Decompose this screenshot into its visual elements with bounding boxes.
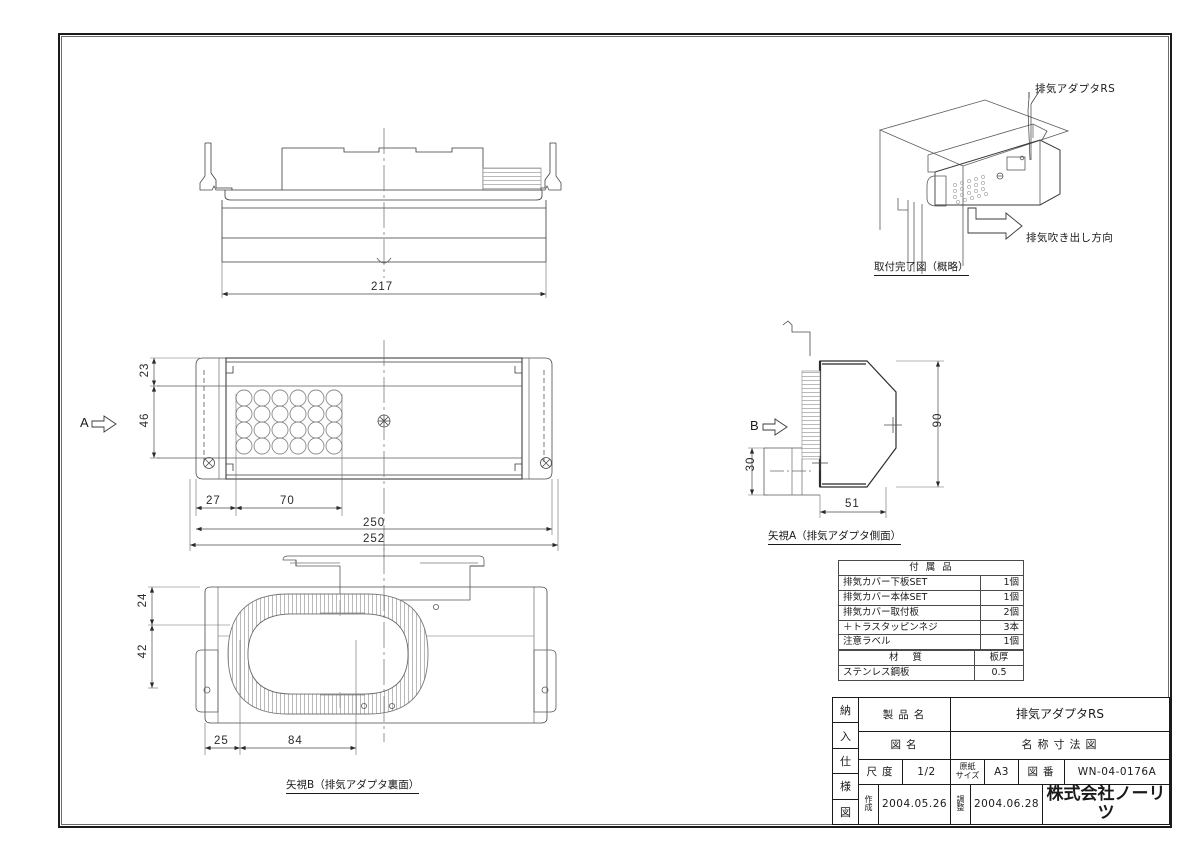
paper-size-label-line2: サイズ (955, 770, 980, 780)
drawing-name-value: 名称寸法図 (1021, 738, 1102, 752)
dim-front-23: 23 (139, 362, 151, 378)
dim-top-217: 217 (371, 281, 394, 293)
title-row-scale: 尺度 1/2 原紙 サイズ A3 図番 WN-04-0176A (859, 759, 1169, 785)
dim-bottom-84: 84 (288, 735, 303, 747)
table-row: 注意ラベル 1個 (838, 634, 1024, 651)
product-name-value: 排気アダプタRS (1016, 706, 1104, 721)
thickness-header: 板厚 (974, 650, 1024, 666)
part-name: 排気カバー取付板 (838, 604, 981, 621)
dim-front-46: 46 (139, 412, 151, 428)
created-label-line2: 成 (864, 803, 873, 813)
paper-size-value: A3 (985, 759, 1019, 784)
thickness-value: 0.5 (974, 664, 1024, 681)
side-char-1: 納 (833, 698, 858, 724)
drawing-no-label: 図番 (1019, 759, 1065, 784)
side-char-4: 様 (833, 774, 858, 800)
part-name: ＋トラスタッピンネジ (838, 619, 981, 636)
dim-front-252: 252 (363, 533, 386, 545)
part-name: 排気カバー下板SET (838, 574, 981, 591)
created-label: 作 成 (859, 784, 879, 824)
revised-label: 調 整 (951, 784, 971, 824)
dim-side-90: 90 (932, 412, 944, 428)
iso-part-label: 排気アダプタRS (1035, 83, 1116, 95)
drawing-name-label: 図名 (859, 732, 951, 759)
drawing-frame-outer (58, 33, 1172, 828)
iso-flow-label: 排気吹き出し方向 (1026, 232, 1114, 244)
iso-view-caption: 取付完了図（概略） (874, 259, 969, 276)
material-value: ステンレス鋼板 (838, 664, 975, 681)
revised-date: 2004.06.28 (971, 784, 1043, 824)
part-qty: 3本 (980, 619, 1024, 636)
part-name: 注意ラベル (838, 634, 981, 651)
title-block-main: 製品名 排気アダプタRS 図名 名称寸法図 尺度 1/2 原紙 サイズ A3 図… (859, 698, 1169, 824)
parts-table-header: 付属品 (838, 560, 1024, 576)
paper-size-label-line1: 原紙 (959, 762, 976, 772)
part-qty: 1個 (980, 634, 1024, 651)
title-block-side-label: 納 入 仕 様 図 (833, 698, 859, 824)
dim-side-51: 51 (845, 498, 860, 510)
material-table-header-row: 材質 板厚 (838, 650, 1024, 666)
table-row: 排気カバー下板SET 1個 (838, 574, 1024, 591)
material-table: 材質 板厚 ステンレス鋼板 0.5 (838, 650, 1024, 681)
part-qty: 2個 (980, 604, 1024, 621)
side-view-caption: 矢視A（排気アダプタ側面） (768, 528, 902, 545)
drawing-frame-inner (61, 36, 1169, 825)
parts-table: 付属品 排気カバー下板SET 1個 排気カバー本体SET 1個 排気カバー取付板… (838, 560, 1024, 651)
part-qty: 1個 (980, 589, 1024, 606)
scale-value: 1/2 (903, 759, 951, 784)
part-name: 排気カバー本体SET (838, 589, 981, 606)
dim-bottom-25: 25 (214, 735, 229, 747)
paper-size-label: 原紙 サイズ (951, 759, 985, 784)
dim-bottom-24: 24 (137, 592, 149, 608)
bottom-view-caption: 矢視B（排気アダプタ裏面） (286, 777, 420, 794)
table-row: ＋トラスタッピンネジ 3本 (838, 619, 1024, 636)
table-row: 排気カバー本体SET 1個 (838, 589, 1024, 606)
table-row: 排気カバー取付板 2個 (838, 604, 1024, 621)
dim-front-70: 70 (280, 495, 295, 507)
revised-label-line1: 調 (956, 795, 965, 805)
title-row-dates: 作 成 2004.05.26 調 整 2004.06.28 株式会社ノーリツ (859, 783, 1169, 824)
title-row-product: 製品名 排気アダプタRS (859, 698, 1169, 733)
part-qty: 1個 (980, 574, 1024, 591)
dim-front-27: 27 (206, 495, 221, 507)
dim-bottom-42: 42 (137, 643, 149, 659)
view-arrow-a-label: A (80, 415, 90, 430)
scale-label: 尺度 (859, 759, 903, 784)
created-label-line1: 作 (864, 795, 873, 805)
dim-side-30: 30 (745, 456, 757, 472)
revised-label-line2: 整 (956, 803, 965, 813)
title-block: 納 入 仕 様 図 製品名 排気アダプタRS 図名 名称寸法図 尺度 1/2 原… (832, 697, 1170, 825)
side-char-2: 入 (833, 723, 858, 749)
dim-front-250: 250 (363, 517, 386, 529)
material-header: 材質 (838, 650, 975, 666)
table-row: ステンレス鋼板 0.5 (838, 664, 1024, 681)
parts-table-header-row: 付属品 (838, 560, 1024, 576)
side-char-5: 図 (840, 805, 851, 819)
product-name-label: 製品名 (859, 698, 951, 732)
view-arrow-b-label: B (750, 418, 760, 433)
drawing-no-value: WN-04-0176A (1077, 765, 1157, 778)
created-date: 2004.05.26 (879, 784, 951, 824)
side-char-3: 仕 (833, 749, 858, 775)
company-name: 株式会社ノーリツ (1046, 783, 1166, 824)
title-row-drawing-name: 図名 名称寸法図 (859, 732, 1169, 760)
